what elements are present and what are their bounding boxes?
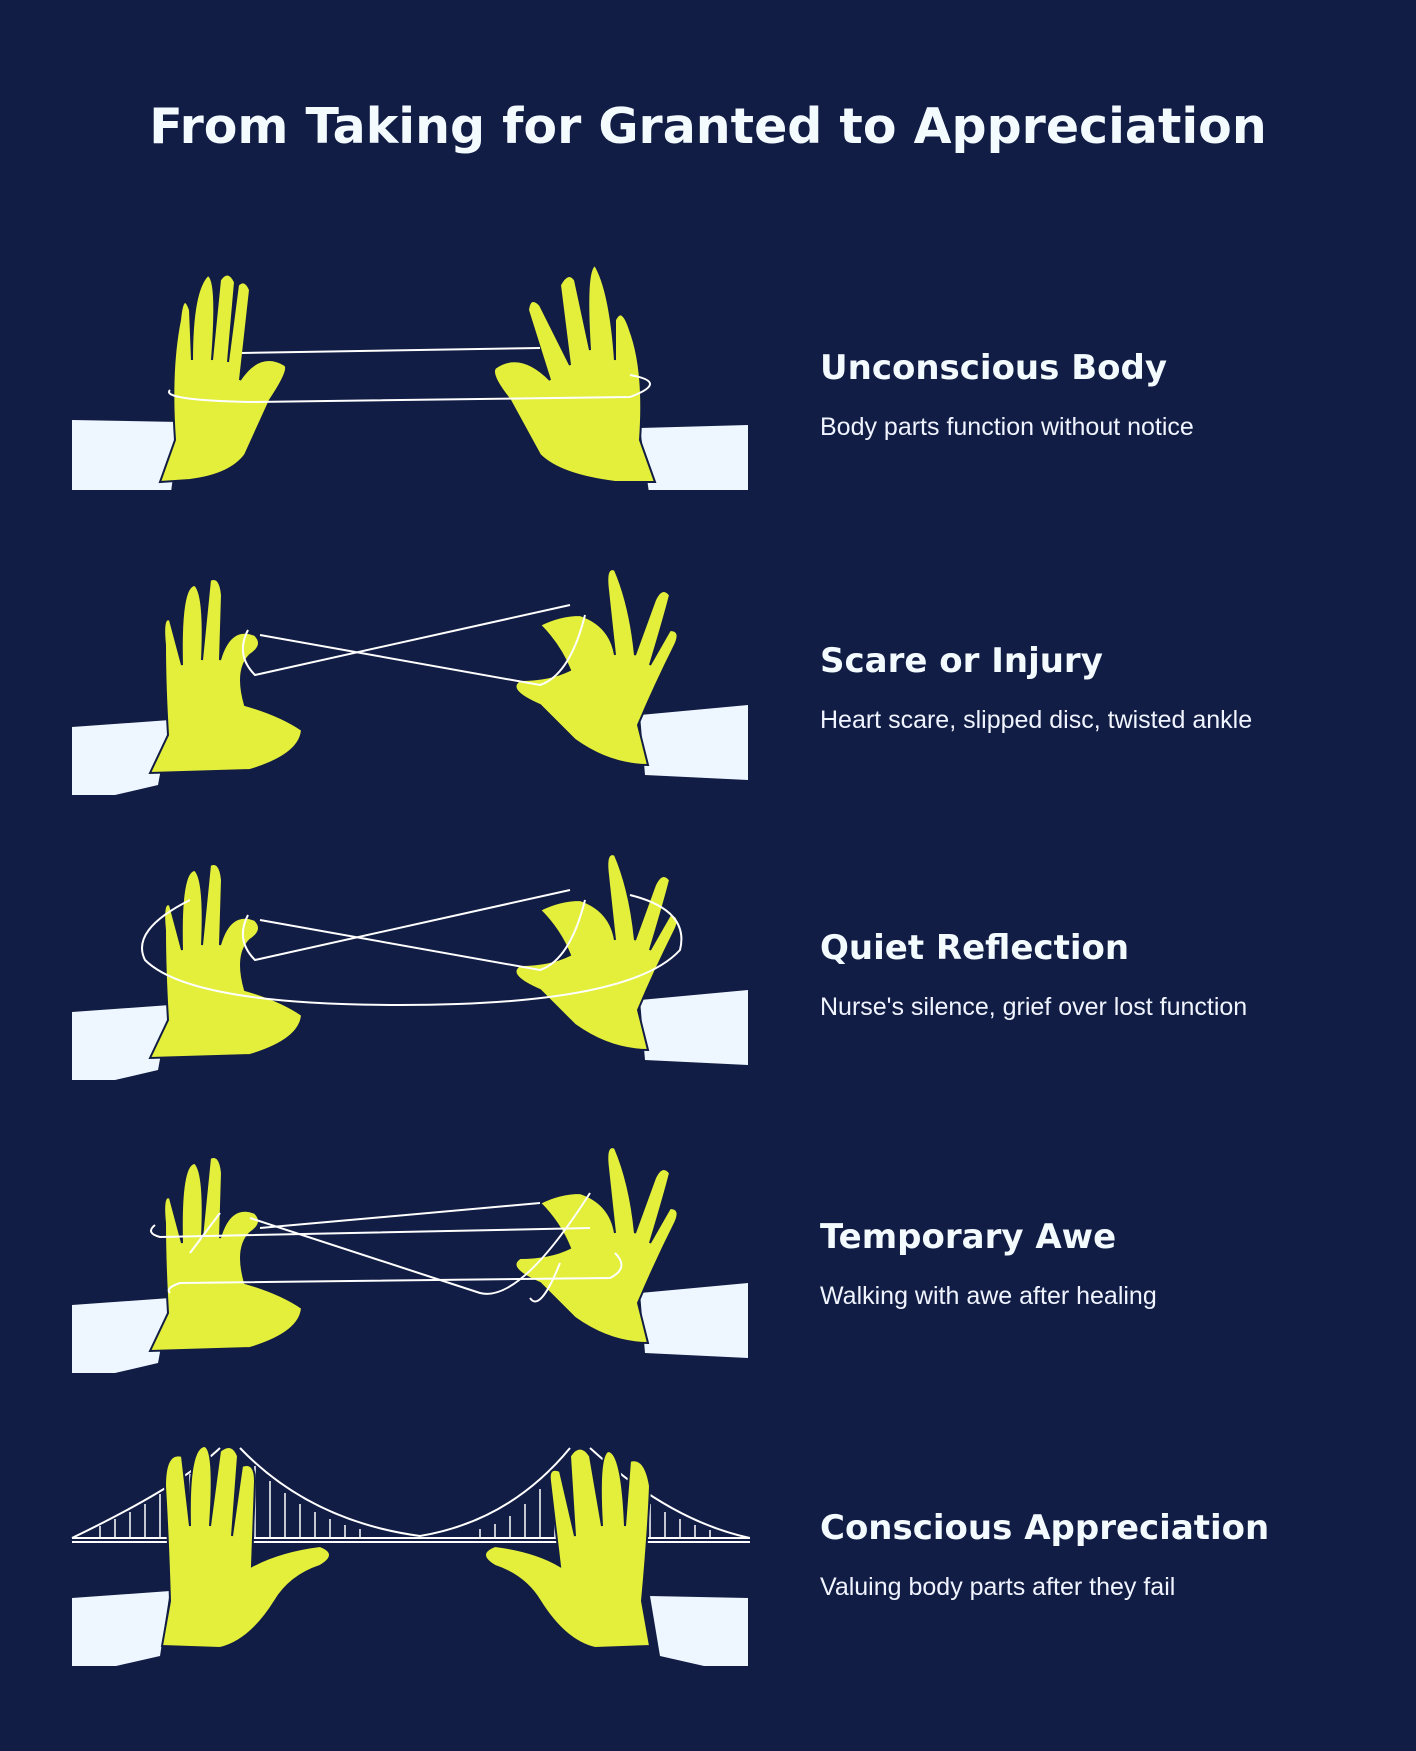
stage-5-text: Conscious Appreciation Valuing body part… [820,1508,1380,1602]
stage-5-title: Conscious Appreciation [820,1508,1270,1548]
string-lines [168,347,651,404]
left-hand-icon [72,578,304,795]
right-hand-icon [514,853,748,1065]
stage-2-title: Scare or Injury [820,641,1103,681]
stage-4-title: Temporary Awe [820,1217,1117,1257]
left-hand-icon [72,863,304,1080]
stage-5-illustration [70,1426,750,1666]
stage-row-3: Quiet Reflection Nurse's silence, grief … [0,840,1416,1080]
left-hand-icon [72,1444,331,1666]
stage-1-text: Unconscious Body Body parts function wit… [820,348,1380,442]
stage-3-illustration [70,840,750,1080]
stage-3-title: Quiet Reflection [820,928,1130,968]
stage-4-text: Temporary Awe Walking with awe after hea… [820,1217,1380,1311]
stage-row-5: Conscious Appreciation Valuing body part… [0,1426,1416,1666]
left-hand-icon [72,1156,304,1373]
stage-4-illustration [70,1133,750,1373]
stage-3-desc: Nurse's silence, grief over lost functio… [820,993,1248,1021]
right-hand-icon [514,1146,748,1358]
right-hand-icon [514,568,748,780]
stage-row-4: Temporary Awe Walking with awe after hea… [0,1133,1416,1373]
string-lines [141,889,683,1007]
stage-2-illustration [70,555,750,795]
stage-2-text: Scare or Injury Heart scare, slipped dis… [820,641,1380,735]
page-title: From Taking for Granted to Appreciation [149,98,1267,155]
string-lines [241,604,586,687]
right-hand-icon [484,1447,748,1666]
stage-3-text: Quiet Reflection Nurse's silence, grief … [820,928,1380,1022]
stage-2-desc: Heart scare, slipped disc, twisted ankle [820,706,1253,734]
stage-row-2: Scare or Injury Heart scare, slipped dis… [0,555,1416,795]
right-hand-icon [493,263,748,490]
stage-row-1: Unconscious Body Body parts function wit… [0,250,1416,490]
stage-4-desc: Walking with awe after healing [820,1282,1157,1310]
stage-1-desc: Body parts function without notice [820,413,1194,441]
stage-1-illustration [70,250,750,490]
stage-1-title: Unconscious Body [820,348,1167,388]
left-hand-icon [72,273,287,490]
stage-5-desc: Valuing body parts after they fail [820,1573,1176,1601]
string-lines [150,1192,623,1303]
